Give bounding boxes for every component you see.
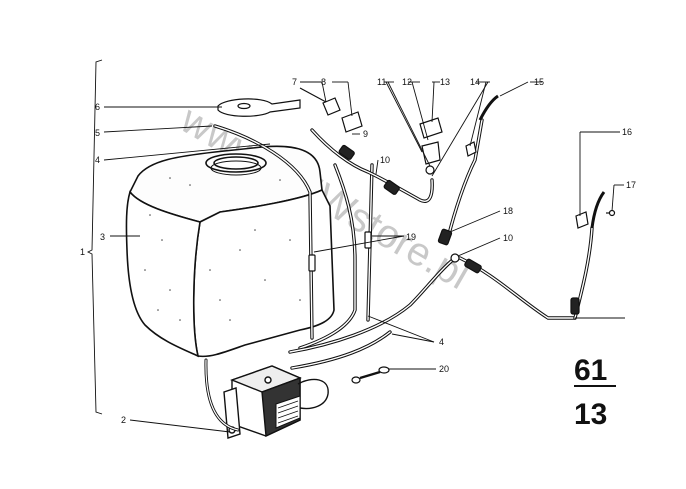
- label-10-upper: 10: [380, 155, 390, 165]
- leader-lines: [86, 59, 625, 433]
- nozzle-assembly: [419, 94, 499, 175]
- label-3: 3: [100, 232, 105, 242]
- hose-connectors: [308, 144, 580, 315]
- washer-tank: [125, 145, 335, 358]
- page-number: 61 13: [574, 354, 616, 431]
- label-16: 16: [622, 127, 632, 137]
- part-labels: 1 2 3 4 4 5 6 7 8 9 10 10 11 12 13 14 15…: [80, 77, 636, 425]
- label-12: 12: [402, 77, 412, 87]
- label-8: 8: [321, 77, 326, 87]
- label-4-lower: 4: [439, 337, 444, 347]
- label-5: 5: [95, 128, 100, 138]
- label-9: 9: [363, 129, 368, 139]
- label-1: 1: [80, 247, 85, 257]
- label-4-upper: 4: [95, 155, 100, 165]
- washer-pump: [223, 365, 329, 439]
- label-13: 13: [440, 77, 450, 87]
- label-2: 2: [121, 415, 126, 425]
- label-20: 20: [439, 364, 449, 374]
- rear-nozzle: [575, 191, 616, 229]
- mounting-plate: [217, 98, 301, 117]
- label-11: 11: [377, 77, 386, 87]
- label-18: 18: [503, 206, 513, 216]
- label-10-lower: 10: [503, 233, 513, 243]
- page-number-bottom: 13: [574, 398, 607, 431]
- label-17: 17: [626, 180, 636, 190]
- screw-20: [351, 366, 390, 384]
- label-7: 7: [292, 77, 297, 87]
- page-number-top: 61: [574, 354, 607, 387]
- clips-7-8: [299, 87, 363, 133]
- label-19: 19: [406, 232, 416, 242]
- label-14: 14: [470, 77, 480, 87]
- label-6: 6: [95, 102, 100, 112]
- label-15: 15: [534, 77, 544, 87]
